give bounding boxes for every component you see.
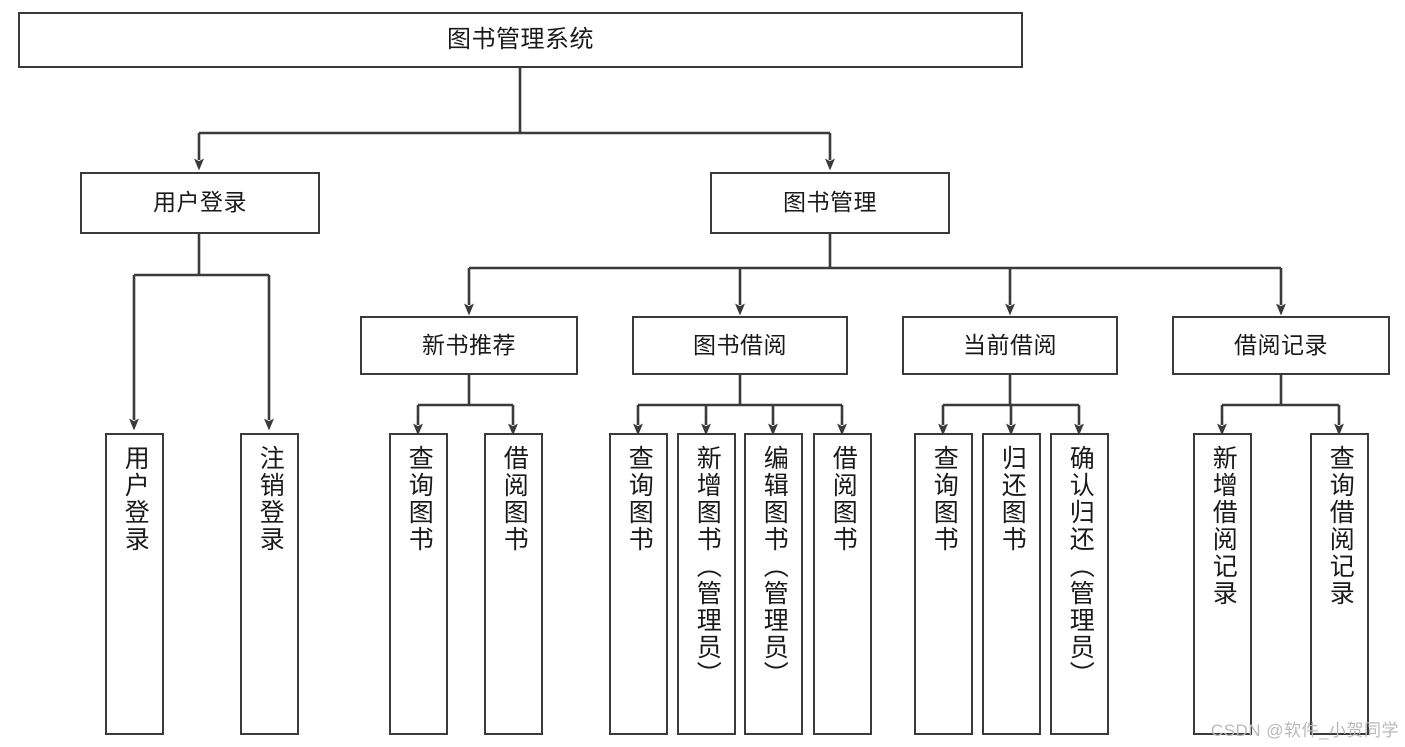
node-label: 新书推荐 [422,331,516,358]
node-label: 确认归还（管理员） [1066,445,1095,688]
node-label: 查询借阅记录 [1326,445,1355,607]
node-label: 用户登录 [121,445,150,553]
leaf-current-confirm-return-admin[interactable]: 确认归还（管理员） [1050,433,1109,735]
node-label: 当前借阅 [963,331,1057,358]
leaf-borrow-borrow-book[interactable]: 借阅图书 [813,433,872,735]
leaf-borrow-edit-book-admin[interactable]: 编辑图书（管理员） [744,433,803,735]
node-borrow-records[interactable]: 借阅记录 [1172,316,1390,375]
node-label: 用户登录 [153,189,247,216]
node-label: 借阅图书 [829,445,858,553]
node-label: 图书借阅 [693,331,787,358]
node-label: 图书管理 [783,189,877,216]
leaf-current-query-book[interactable]: 查询图书 [914,433,973,735]
leaf-user-login[interactable]: 用户登录 [105,433,164,735]
node-label: 查询图书 [405,445,434,553]
watermark: CSDN @软件_小贺同学 [1210,721,1399,740]
leaf-records-add-record[interactable]: 新增借阅记录 [1193,433,1252,735]
node-label: 注销登录 [256,445,285,553]
node-label: 新增借阅记录 [1209,445,1238,607]
leaf-borrow-query-book[interactable]: 查询图书 [609,433,668,735]
node-new-book-recommend[interactable]: 新书推荐 [360,316,578,375]
leaf-records-query-record[interactable]: 查询借阅记录 [1310,433,1369,735]
node-book-management[interactable]: 图书管理 [710,172,950,234]
node-current-borrow[interactable]: 当前借阅 [902,316,1118,375]
node-label: 归还图书 [998,445,1027,553]
leaf-logout-login[interactable]: 注销登录 [240,433,299,735]
node-label: 新增图书（管理员） [693,445,722,688]
node-label: 借阅图书 [500,445,529,553]
leaf-new-book-query[interactable]: 查询图书 [389,433,448,735]
leaf-current-return-book[interactable]: 归还图书 [982,433,1041,735]
leaf-borrow-add-book-admin[interactable]: 新增图书（管理员） [677,433,736,735]
node-root-system[interactable]: 图书管理系统 [18,12,1023,68]
node-label: 查询图书 [625,445,654,553]
node-user-login[interactable]: 用户登录 [80,172,320,234]
node-label: 借阅记录 [1234,331,1328,358]
node-label: 图书管理系统 [447,25,594,53]
node-book-borrow[interactable]: 图书借阅 [632,316,848,375]
node-label: 编辑图书（管理员） [760,445,789,688]
leaf-new-book-borrow[interactable]: 借阅图书 [484,433,543,735]
node-label: 查询图书 [930,445,959,553]
